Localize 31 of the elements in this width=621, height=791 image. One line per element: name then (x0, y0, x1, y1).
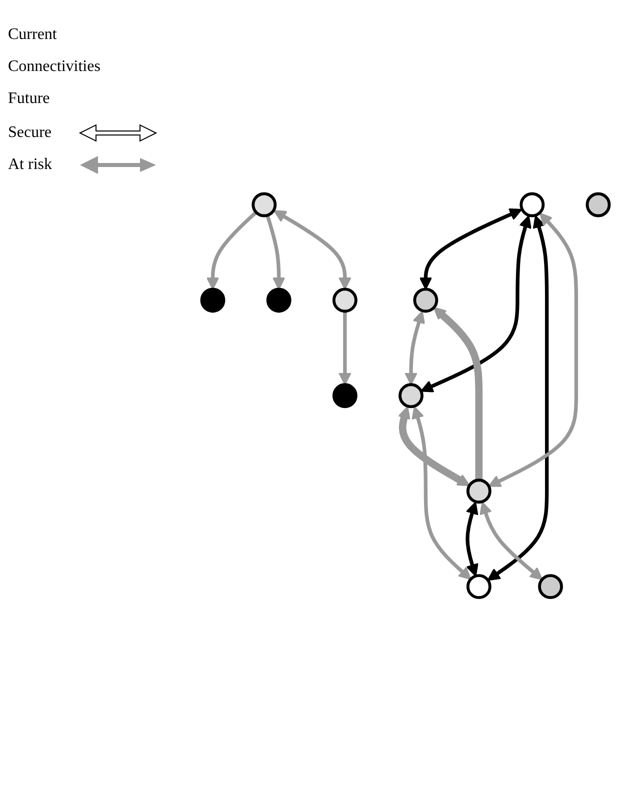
arrow (404, 310, 426, 386)
arrow (412, 406, 472, 580)
heading-text: Future (8, 90, 51, 108)
node-circle (538, 574, 563, 599)
node-circle (466, 478, 492, 504)
heading-text: Current (8, 26, 58, 44)
node-circle (520, 192, 545, 218)
node-circle (413, 288, 438, 313)
arrow (466, 501, 478, 576)
node-circle (266, 288, 292, 313)
arrow (398, 406, 470, 486)
arrow (266, 214, 286, 290)
arrow (480, 501, 543, 580)
arrow (488, 212, 578, 487)
node-circle (586, 192, 611, 218)
node-circle (200, 288, 226, 313)
arrow (420, 215, 532, 392)
node-circle (332, 383, 358, 408)
arrow (274, 210, 352, 290)
node-circle (398, 383, 424, 408)
node-circle (466, 574, 492, 599)
arrow (419, 208, 522, 290)
legend-label: At risk (8, 156, 53, 174)
node-circle (252, 192, 277, 218)
node-circle (332, 288, 358, 313)
legend-label: Secure (8, 124, 53, 142)
arrow (433, 306, 483, 480)
arrow (338, 311, 352, 386)
arrow (206, 210, 258, 290)
heading-text: Connectivities (8, 58, 102, 76)
arrow (487, 215, 549, 581)
